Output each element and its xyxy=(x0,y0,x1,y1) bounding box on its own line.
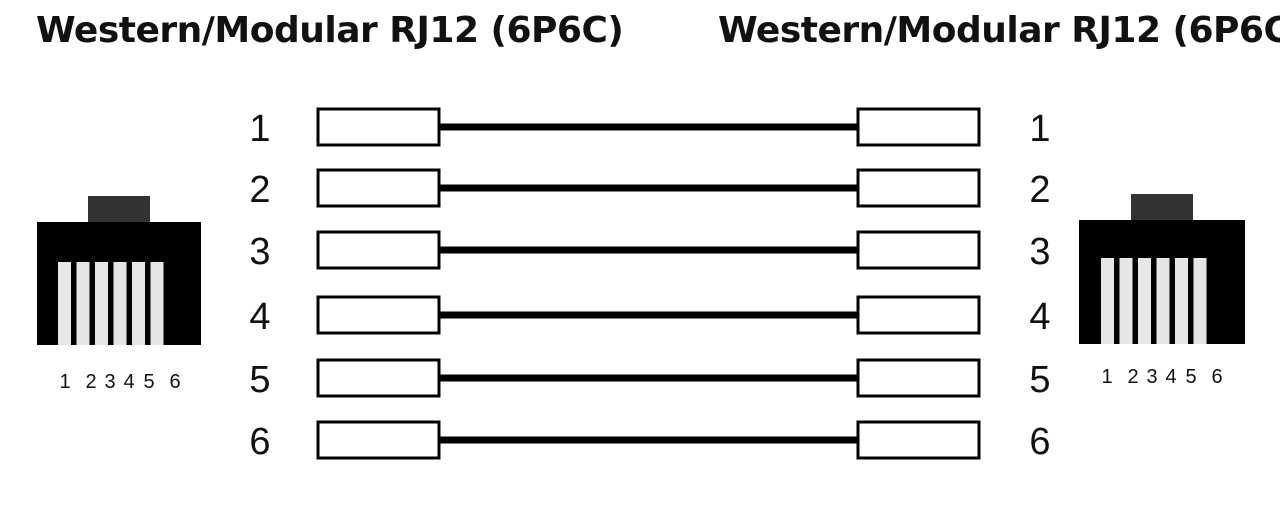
left-pin-box xyxy=(316,295,441,335)
jack-contact xyxy=(1156,258,1170,344)
jack-contact xyxy=(58,262,71,345)
left-pin-number: 1 xyxy=(249,108,270,150)
right-connector-title: Western/Modular RJ12 (6P6C) xyxy=(718,10,1280,51)
left-jack-tab xyxy=(88,196,150,224)
right-pin-box xyxy=(856,358,981,398)
left-pin-number: 3 xyxy=(249,231,270,273)
left-pin-box xyxy=(316,168,441,208)
left-pin-number: 4 xyxy=(249,296,270,338)
right-pin-number: 4 xyxy=(1029,296,1050,338)
left-pin-box xyxy=(316,420,441,460)
jack-contact xyxy=(1138,258,1151,344)
jack-contact-label: 2 xyxy=(85,371,96,393)
jack-contact xyxy=(1101,258,1114,344)
left-pin-number: 2 xyxy=(249,169,270,211)
jack-contact xyxy=(95,262,108,345)
jack-contact-label: 6 xyxy=(169,371,180,393)
left-rj12-jack-icon xyxy=(37,196,201,345)
jack-contact xyxy=(1175,258,1188,344)
right-jack-contacts xyxy=(1101,258,1207,344)
left-pin-number: 5 xyxy=(249,359,270,401)
right-jack-tab xyxy=(1131,194,1193,222)
jack-contact-label: 3 xyxy=(1146,366,1157,388)
jack-contact-label: 5 xyxy=(1185,366,1196,388)
jack-contact-label: 2 xyxy=(1127,366,1138,388)
left-pin-number: 6 xyxy=(249,421,270,463)
jack-contact-label: 6 xyxy=(1211,366,1222,388)
jack-contact-label: 1 xyxy=(59,371,70,393)
jack-contact-label: 4 xyxy=(1165,366,1176,388)
jack-contact-label: 4 xyxy=(123,371,134,393)
right-pin-box xyxy=(856,230,981,270)
right-pin-number: 3 xyxy=(1029,231,1050,273)
jack-contact xyxy=(1119,258,1133,344)
right-pin-box xyxy=(856,420,981,460)
right-pin-number: 2 xyxy=(1029,169,1050,211)
right-pin-number: 5 xyxy=(1029,359,1050,401)
left-pin-box xyxy=(316,107,441,147)
jack-contact-label: 5 xyxy=(143,371,154,393)
left-pin-box xyxy=(316,230,441,270)
jack-contact-label: 1 xyxy=(1101,366,1112,388)
right-pin-number: 6 xyxy=(1029,421,1050,463)
left-pin-box xyxy=(316,358,441,398)
right-pin-number: 1 xyxy=(1029,108,1050,150)
jack-contact xyxy=(150,262,164,345)
jack-contact xyxy=(76,262,90,345)
right-pin-box xyxy=(856,107,981,147)
left-jack-contacts xyxy=(58,262,164,345)
right-rj12-jack-icon xyxy=(1079,194,1245,344)
jack-contact-label: 3 xyxy=(104,371,115,393)
left-connector-title: Western/Modular RJ12 (6P6C) xyxy=(36,10,624,51)
right-pin-box xyxy=(856,168,981,208)
jack-contact xyxy=(113,262,127,345)
jack-contact xyxy=(132,262,145,345)
right-pin-box xyxy=(856,295,981,335)
jack-contact xyxy=(1193,258,1207,344)
